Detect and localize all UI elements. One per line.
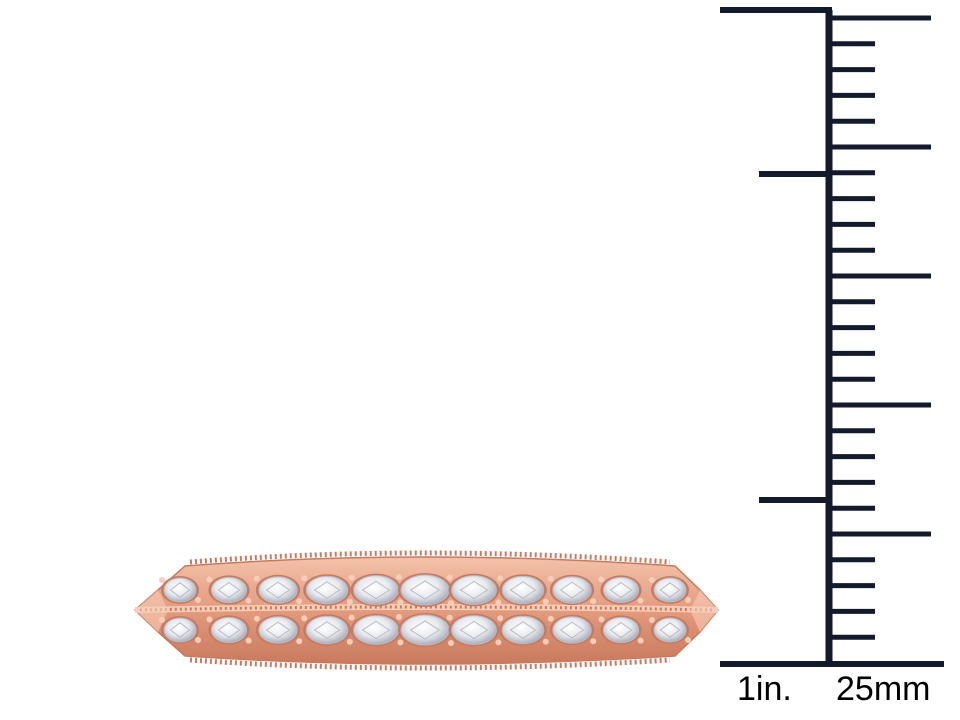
diamond-bottom-5	[353, 615, 399, 645]
prong	[685, 637, 691, 643]
diamond-bottom-3	[258, 616, 298, 644]
prong	[446, 574, 453, 581]
prong	[159, 577, 165, 583]
prong	[598, 576, 605, 583]
ring-band	[133, 550, 719, 671]
prong	[245, 597, 252, 604]
diamond-top-5	[353, 575, 399, 605]
right-end-highlight	[690, 590, 718, 632]
prong	[542, 638, 549, 645]
diamond-bottom-1	[163, 617, 197, 643]
diamond-facet	[409, 620, 441, 640]
prong	[590, 638, 597, 645]
diamond-top-1	[163, 577, 197, 603]
diamond-facet	[659, 582, 681, 598]
prong	[206, 576, 213, 583]
diamond-facet	[659, 622, 681, 638]
diamond-facet	[217, 621, 241, 639]
prong	[346, 598, 353, 605]
prong	[296, 638, 303, 645]
mm-label: 25mm	[836, 670, 931, 708]
prong	[547, 575, 554, 582]
diamond-facet	[313, 621, 341, 639]
top-milgrain	[189, 550, 671, 565]
diamond-bottom-7	[451, 615, 497, 645]
diamond-bottom-8	[501, 615, 545, 645]
diamond-top-9	[552, 576, 592, 604]
diamond-facet	[313, 581, 341, 599]
diamond-bottom-2	[210, 616, 248, 644]
prong	[495, 639, 502, 646]
diamond-top-7	[451, 575, 497, 605]
diamond-facet	[265, 621, 291, 639]
diamond-top-6	[400, 574, 450, 606]
diamond-bottom-6	[400, 614, 450, 646]
prong	[448, 600, 454, 606]
diamond-bottom-9	[552, 616, 592, 644]
prong	[253, 615, 260, 622]
diamond-facet	[559, 581, 585, 599]
prong	[590, 598, 597, 605]
prong	[397, 639, 404, 646]
diamond-facet	[459, 620, 489, 640]
prong	[448, 640, 454, 646]
prong	[245, 637, 252, 644]
prong	[348, 614, 355, 621]
diamond-top-4	[305, 575, 349, 605]
left-end-highlight	[135, 590, 168, 632]
diamond-bottom-11	[653, 617, 687, 643]
prong	[195, 637, 201, 643]
diamond-top-10	[602, 576, 640, 604]
diamond-facet	[609, 581, 633, 599]
diamond-bottom-10	[602, 616, 640, 644]
diamond-top-8	[501, 575, 545, 605]
diamond-bottom-4	[305, 615, 349, 645]
diamond-facet	[409, 580, 441, 600]
diamond-facet	[509, 581, 537, 599]
prong	[397, 599, 404, 606]
prong	[253, 575, 260, 582]
prong	[495, 599, 502, 606]
diamond-facet	[361, 620, 391, 640]
diamond-facet	[559, 621, 585, 639]
prong	[497, 575, 504, 582]
diamond-top-2	[210, 576, 248, 604]
inch-label: 1in.	[737, 670, 792, 708]
bottom-milgrain	[189, 657, 671, 671]
prong	[649, 577, 655, 583]
prong	[348, 574, 355, 581]
diamond-facet	[169, 622, 191, 638]
prong	[396, 574, 402, 580]
diamond-top-3	[258, 576, 298, 604]
diamond-facet	[361, 580, 391, 600]
prong	[542, 598, 549, 605]
ruler	[720, 7, 944, 667]
prong	[649, 617, 655, 623]
diamond-facet	[217, 581, 241, 599]
diamond-facet	[169, 582, 191, 598]
prong	[637, 597, 644, 604]
prong	[301, 615, 308, 622]
prong	[685, 597, 691, 603]
prong	[547, 615, 554, 622]
prong	[497, 615, 504, 622]
prong	[637, 637, 644, 644]
diamond-facet	[459, 580, 489, 600]
prong	[446, 614, 453, 621]
prong	[396, 614, 402, 620]
prong	[296, 598, 303, 605]
prong	[346, 638, 353, 645]
diamond-facet	[609, 621, 633, 639]
diamond-facet	[265, 581, 291, 599]
diamond-top-11	[653, 577, 687, 603]
prong	[206, 616, 213, 623]
prong	[598, 616, 605, 623]
diamond-facet	[509, 621, 537, 639]
prong	[301, 575, 308, 582]
center-milgrain	[139, 605, 713, 612]
prong	[195, 597, 201, 603]
